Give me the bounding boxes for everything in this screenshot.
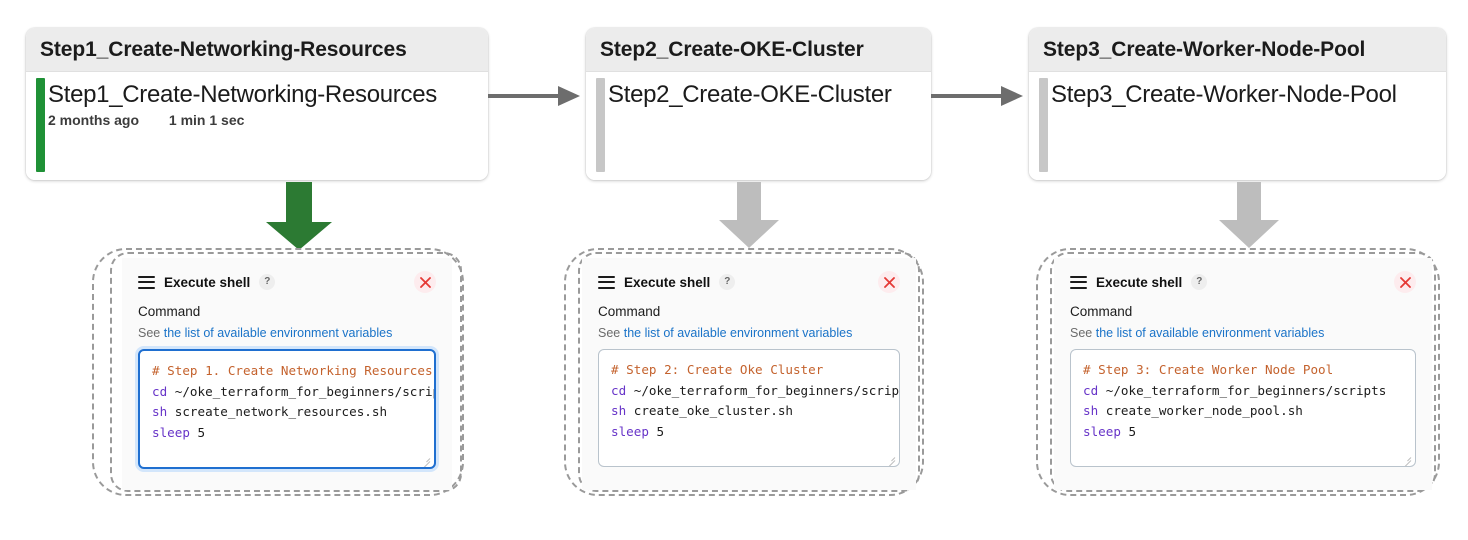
code-line: cd ~/oke_terraform_for_beginners/scripts — [611, 381, 899, 402]
code-line: sleep 5 — [152, 423, 422, 444]
code-token-plain: ~/oke_terraform_for_beginners/scripts — [626, 382, 900, 398]
connector-stage1-to-stage2 — [488, 82, 584, 110]
execute-shell-panel-3[interactable]: Execute shell ? Command See the list of … — [1054, 258, 1432, 490]
code-line: sleep 5 — [1083, 422, 1403, 443]
code-token-plain: 5 — [648, 423, 665, 439]
panel-drop-zone-inner-1 — [110, 252, 462, 492]
panel-drop-zone-outer-3 — [1036, 248, 1440, 496]
command-textarea-2[interactable]: # Step 2: Create Oke Cluster cd ~/oke_ter… — [598, 349, 900, 467]
env-variables-link-3[interactable]: the list of available environment variab… — [1095, 326, 1325, 340]
env-variables-link-2[interactable]: the list of available environment variab… — [623, 326, 853, 340]
help-icon[interactable]: ? — [259, 274, 276, 290]
panel-title-3: Execute shell — [1096, 274, 1183, 290]
status-indicator-step2 — [596, 78, 605, 172]
code-line: sleep 5 — [611, 422, 887, 443]
command-label-2: Command — [598, 304, 661, 319]
code-token-plain: create_oke_cluster.sh — [626, 403, 793, 419]
stage-card-body-step3: Step3_Create-Worker-Node-Pool — [1029, 72, 1446, 180]
help-icon[interactable]: ? — [1191, 274, 1208, 290]
panel-header-1: Execute shell ? — [138, 271, 436, 293]
execute-shell-panel-2[interactable]: Execute shell ? Command See the list of … — [582, 258, 916, 490]
code-token-kw: sleep — [611, 423, 649, 439]
stage-card-step2[interactable]: Step2_Create-OKE-Cluster Step2_Create-OK… — [586, 28, 931, 180]
drag-handle-icon[interactable] — [1070, 275, 1087, 289]
stage-card-header-step3: Step3_Create-Worker-Node-Pool — [1029, 28, 1446, 72]
code-token-plain: 5 — [189, 424, 206, 440]
panel-drop-zone-inner-2 — [578, 252, 920, 492]
run-meta-step1: 2 months ago 1 min 1 sec — [48, 112, 478, 128]
down-arrow-stage2 — [712, 182, 786, 250]
env-variables-line-3: See the list of available environment va… — [1070, 326, 1416, 340]
code-token-kw: sh — [611, 403, 627, 419]
env-see-text-2: See — [598, 326, 624, 340]
close-icon[interactable] — [414, 271, 436, 293]
code-line: sh create_oke_cluster.sh — [611, 401, 887, 422]
run-name-step2: Step2_Create-OKE-Cluster — [608, 81, 892, 108]
stage-card-header-step2: Step2_Create-OKE-Cluster — [586, 28, 931, 72]
code-line: # Step 1. Create Networking Resources — [152, 361, 433, 382]
env-see-text-1: See — [138, 326, 164, 340]
connector-stage2-to-stage3 — [931, 82, 1027, 110]
code-token-plain: screate_network_resources.sh — [167, 404, 388, 420]
panel-drop-zone-outer-2 — [564, 248, 924, 496]
status-indicator-step3 — [1039, 78, 1048, 172]
panel-header-3: Execute shell ? — [1070, 271, 1416, 293]
run-duration-step1: 1 min 1 sec — [168, 111, 245, 128]
code-token-plain: 5 — [1120, 423, 1137, 439]
code-line: cd ~/oke_terraform_for_beginners/scripts — [1083, 381, 1403, 402]
status-indicator-step1 — [36, 78, 45, 172]
code-line: sh create_worker_node_pool.sh — [1083, 401, 1403, 422]
command-label-3: Command — [1070, 304, 1133, 319]
drag-handle-icon[interactable] — [138, 275, 155, 289]
drag-handle-icon[interactable] — [598, 275, 615, 289]
run-name-step1: Step1_Create-Networking-Resources — [48, 81, 437, 108]
run-timestamp-step1: 2 months ago — [48, 111, 140, 128]
stage-card-body-step1: Step1_Create-Networking-Resources 2 mont… — [26, 72, 488, 180]
resize-grip-icon[interactable] — [421, 455, 431, 467]
help-icon[interactable]: ? — [719, 274, 736, 290]
panel-title-1: Execute shell — [164, 274, 251, 290]
env-see-text-3: See — [1070, 326, 1096, 340]
env-variables-line-1: See the list of available environment va… — [138, 326, 436, 340]
close-icon[interactable] — [1394, 271, 1416, 293]
execute-shell-panel-1[interactable]: Execute shell ? Command See the list of … — [122, 258, 452, 490]
code-line: # Step 3: Create Worker Node Pool — [1083, 360, 1403, 381]
code-line: # Step 2: Create Oke Cluster — [611, 360, 887, 381]
code-token-kw: sleep — [152, 424, 190, 440]
run-name-step3: Step3_Create-Worker-Node-Pool — [1051, 81, 1397, 108]
resize-grip-icon[interactable] — [1402, 454, 1412, 466]
code-line: cd ~/oke_terraform_for_beginners/scripts — [152, 382, 434, 403]
panel-header-2: Execute shell ? — [598, 271, 900, 293]
code-token-kw: sleep — [1083, 423, 1121, 439]
command-label-1: Command — [138, 304, 201, 319]
stage-card-body-step2: Step2_Create-OKE-Cluster — [586, 72, 931, 180]
resize-grip-icon[interactable] — [886, 454, 896, 466]
panel-drop-zone-outer-1 — [92, 248, 464, 496]
stage-card-step1[interactable]: Step1_Create-Networking-Resources Step1_… — [26, 28, 488, 180]
stage-card-step3[interactable]: Step3_Create-Worker-Node-Pool Step3_Crea… — [1029, 28, 1446, 180]
code-token-kw: sh — [1083, 403, 1099, 419]
code-token-kw: cd — [1083, 382, 1099, 398]
code-token-kw: cd — [152, 383, 168, 399]
code-line: sh screate_network_resources.sh — [152, 402, 422, 423]
env-variables-line-2: See the list of available environment va… — [598, 326, 900, 340]
code-token-comment: # Step 1. Create Networking Resources — [152, 363, 433, 378]
code-token-plain: create_worker_node_pool.sh — [1098, 403, 1303, 419]
command-textarea-1[interactable]: # Step 1. Create Networking Resources cd … — [138, 349, 436, 469]
code-token-plain: ~/oke_terraform_for_beginners/scripts — [167, 383, 436, 399]
command-textarea-3[interactable]: # Step 3: Create Worker Node Pool cd ~/ok… — [1070, 349, 1416, 467]
code-token-comment: # Step 2: Create Oke Cluster — [611, 362, 824, 377]
stage-card-header-step1: Step1_Create-Networking-Resources — [26, 28, 488, 72]
code-token-comment: # Step 3: Create Worker Node Pool — [1083, 362, 1334, 377]
panel-drop-zone-inner-3 — [1050, 252, 1436, 492]
code-token-plain: ~/oke_terraform_for_beginners/scripts — [1098, 382, 1387, 398]
close-icon[interactable] — [878, 271, 900, 293]
down-arrow-stage3 — [1212, 182, 1286, 250]
env-variables-link-1[interactable]: the list of available environment variab… — [163, 326, 393, 340]
code-token-kw: sh — [152, 404, 168, 420]
code-token-kw: cd — [611, 382, 627, 398]
down-arrow-stage1 — [258, 182, 340, 252]
panel-title-2: Execute shell — [624, 274, 711, 290]
